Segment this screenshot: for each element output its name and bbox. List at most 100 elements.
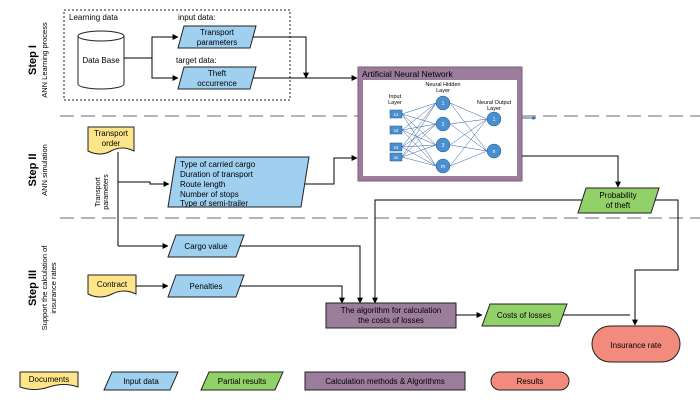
legend-input-swatch <box>103 371 179 391</box>
ann-hidden-node <box>435 137 451 153</box>
ann-input-node <box>389 109 403 119</box>
ann-edge-input-hidden <box>401 129 437 167</box>
ann-edge-hidden-output <box>449 102 488 120</box>
ann-edge-input-hidden <box>401 123 437 158</box>
ann-input-node-label: x2 <box>394 128 399 133</box>
order-to-params-arrow <box>118 181 170 187</box>
transport-order-line1: Transport <box>94 129 129 138</box>
ann-edge-hidden-output <box>449 118 488 146</box>
legend-documents-label: Documents <box>29 375 69 384</box>
costs-of-losses-label: Costs of losses <box>497 311 551 320</box>
ann-edge-hidden-output <box>449 123 488 152</box>
contract-document <box>87 274 137 298</box>
theft-occurrence-line2: occurrence <box>197 79 237 88</box>
ann-edge-input-hidden <box>401 102 437 158</box>
probability-line1: Probability <box>599 191 636 200</box>
legend-input-label: Input data <box>123 377 159 386</box>
penalties-node <box>167 274 245 298</box>
ann-input-layer-line1: Input <box>389 94 402 100</box>
transport-parameters-line1: Transport <box>200 28 235 37</box>
ann-edge-input-hidden <box>401 102 437 115</box>
ann-input-node-label: xn <box>394 155 399 160</box>
db-to-theft-arrow <box>151 58 179 81</box>
step-1-label: Step I ANN Learning process <box>27 22 49 98</box>
theft-occurrence-line1: Theft <box>208 69 227 78</box>
ann-edge-input-hidden <box>401 156 437 167</box>
algorithm-box <box>325 302 457 329</box>
ann-output-layer-line1: Neural Output <box>477 100 512 106</box>
input-data-label: input data: <box>178 13 215 22</box>
step-3-subtitle-line2: insurance rates <box>49 262 58 314</box>
step-3-subtitle-line1: Support the calculation of <box>40 245 49 331</box>
step-2-label: Step II ANN simulation <box>27 144 49 196</box>
probability-line2: of theft <box>606 201 631 210</box>
param-route-length: Route length <box>180 180 225 189</box>
step-1-title: Step I <box>27 45 39 75</box>
algorithm-line1: The algorithm for calculation <box>341 306 442 315</box>
transport-order-line2: order <box>102 139 121 148</box>
transport-parameters-vertical-label: Transport parameters <box>95 174 110 210</box>
cargo-value-label: Cargo value <box>184 242 228 251</box>
contract-label: Contract <box>97 280 128 289</box>
transport-to-ann-arrow <box>253 36 309 79</box>
ann-edge-input-hidden <box>401 144 437 148</box>
ann-edge-input-hidden <box>401 113 437 146</box>
penalties-to-algorithm-arrow <box>240 285 345 304</box>
transport-order-document <box>87 126 135 155</box>
ann-edge-input-hidden <box>401 144 437 158</box>
ann-hidden-node-label: 1 <box>442 101 445 107</box>
param-semi-trailer: Type of semi-trailer <box>180 199 248 208</box>
probability-to-insurance-arrow <box>632 199 679 326</box>
legend-results-label: Results <box>517 377 544 386</box>
params-to-ann-arrow <box>305 155 358 185</box>
legend-documents-swatch <box>19 371 79 390</box>
ann-hidden-layer-line1: Neural Hidden <box>425 82 460 88</box>
ann-input-node <box>389 142 403 152</box>
ann-edge-hidden-output <box>449 144 488 152</box>
ann-edge-hidden-output <box>449 118 488 167</box>
step-2-subtitle: ANN simulation <box>40 144 49 196</box>
legend-partial-label: Partial results <box>218 377 266 386</box>
ann-output-node <box>486 143 502 159</box>
ann-edge-input-hidden <box>401 146 437 167</box>
legend: Documents Input data Partial results Cal… <box>19 371 570 391</box>
learning-data-title: Learning data <box>69 13 118 22</box>
ann-edge-hidden-output <box>449 150 488 167</box>
step-2-title: Step II <box>27 153 39 186</box>
cargo-to-algorithm-arrow <box>240 245 363 304</box>
theft-occurrence-node <box>177 66 257 90</box>
ann-hidden-node <box>435 158 451 174</box>
db-to-transport-arrow <box>124 34 179 59</box>
simulation-parameters-node <box>167 156 310 208</box>
ann-edge-input-hidden <box>401 123 437 131</box>
ann-input-node-label: x1 <box>394 112 399 117</box>
ann-title: Artificial Neural Network <box>362 69 453 79</box>
ann-edge-input-hidden <box>401 102 437 148</box>
ann-input-node-label: x3 <box>394 145 399 150</box>
database-label: Data Base <box>82 56 120 65</box>
legend-results-swatch <box>490 371 570 391</box>
ann-hidden-node-label: 2 <box>442 122 445 128</box>
ann-input-layer-line2: Layer <box>388 100 402 106</box>
ann-edge-hidden-output <box>449 102 488 152</box>
learning-data-box <box>63 9 291 101</box>
param-number-stops: Number of stops <box>180 190 239 199</box>
costs-of-losses-node <box>481 303 568 327</box>
ann-edge-input-hidden <box>401 113 437 125</box>
ann-output-node-label: 1 <box>493 117 496 123</box>
legend-methods-swatch <box>304 371 466 391</box>
database-icon <box>77 30 125 90</box>
vertical-label-line2: parameters <box>103 174 110 210</box>
legend-methods-label: Calculation methods & Algorithms <box>325 377 445 386</box>
ann-hidden-node <box>435 116 451 132</box>
ann-edge-input-hidden <box>401 113 437 167</box>
step-1-subtitle: ANN Learning process <box>40 22 49 98</box>
ann-edge-input-hidden <box>401 123 437 148</box>
step-3-title: Step III <box>27 270 39 306</box>
algorithm-line2: the costs of losses <box>358 316 424 325</box>
legend-partial-swatch <box>200 371 284 391</box>
probability-to-algorithm-arrow <box>372 199 582 304</box>
ann-output-node <box>486 111 502 127</box>
vertical-label-line1: Transport <box>95 177 102 207</box>
